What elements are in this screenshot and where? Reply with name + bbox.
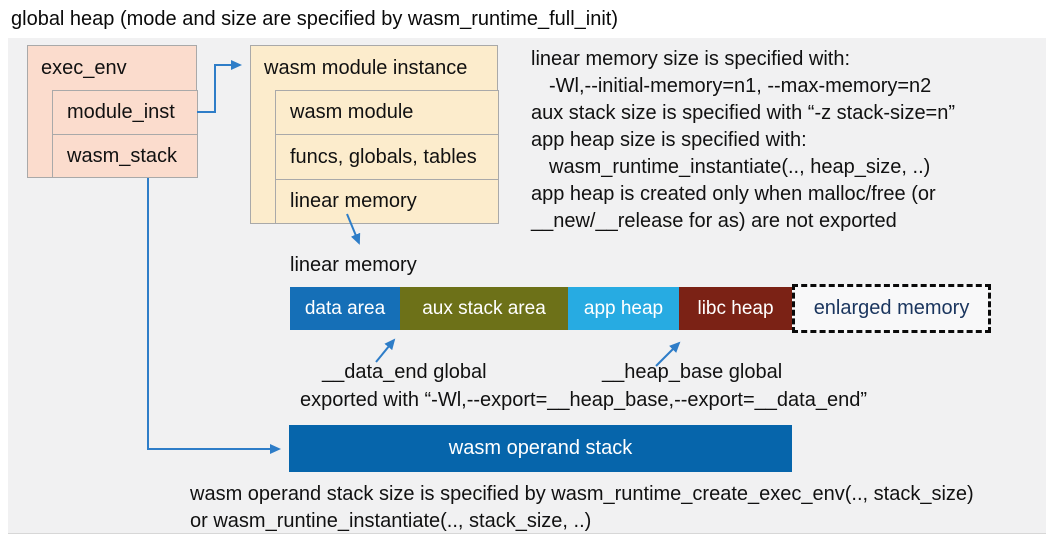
data-end-global-label: __data_end global xyxy=(322,361,487,383)
note-line: aux stack size is specified with “-z sta… xyxy=(531,102,956,124)
note-line: __new/__release for as) are not exported xyxy=(531,210,897,232)
exec-env-header: exec_env xyxy=(41,57,127,79)
diagram-title: global heap (mode and size are specified… xyxy=(11,8,618,30)
exec-env-row-wasm-stack: wasm_stack xyxy=(52,134,198,178)
segment-app-heap: app heap xyxy=(568,287,679,330)
note-line: wasm operand stack size is specified by … xyxy=(190,483,974,505)
module-instance-row-wasm-module: wasm module xyxy=(275,90,499,135)
segment-libc-heap: libc heap xyxy=(679,287,792,330)
segment-enlarged-memory: enlarged memory xyxy=(792,284,991,333)
note-line: or wasm_runtine_instantiate(.., stack_si… xyxy=(190,510,592,532)
note-line: app heap is created only when malloc/fre… xyxy=(531,183,936,205)
module-instance-header: wasm module instance xyxy=(264,57,468,79)
note-line: -Wl,--initial-memory=n1, --max-memory=n2 xyxy=(549,75,932,97)
exec-env-row-module-inst: module_inst xyxy=(52,90,198,135)
note-line: wasm_runtime_instantiate(.., heap_size, … xyxy=(549,156,931,178)
exported-with-label: exported with “-Wl,--export=__heap_base,… xyxy=(300,389,867,411)
module-instance-row-linear-memory: linear memory xyxy=(275,179,499,224)
module-instance-row-funcs-globals-tables: funcs, globals, tables xyxy=(275,134,499,180)
memory-size-notes: linear memory size is specified with: -W… xyxy=(531,46,955,235)
segment-data-area: data area xyxy=(290,287,400,330)
segment-aux-stack-area: aux stack area xyxy=(400,287,568,330)
linear-memory-bar: data area aux stack area app heap libc h… xyxy=(290,287,792,330)
note-line: linear memory size is specified with: xyxy=(531,48,850,70)
linear-memory-label: linear memory xyxy=(290,254,417,276)
heap-base-global-label: __heap_base global xyxy=(602,361,783,383)
note-line: app heap size is specified with: xyxy=(531,129,807,151)
operand-stack-notes: wasm operand stack size is specified by … xyxy=(190,481,974,535)
wasm-operand-stack-bar: wasm operand stack xyxy=(289,425,792,472)
